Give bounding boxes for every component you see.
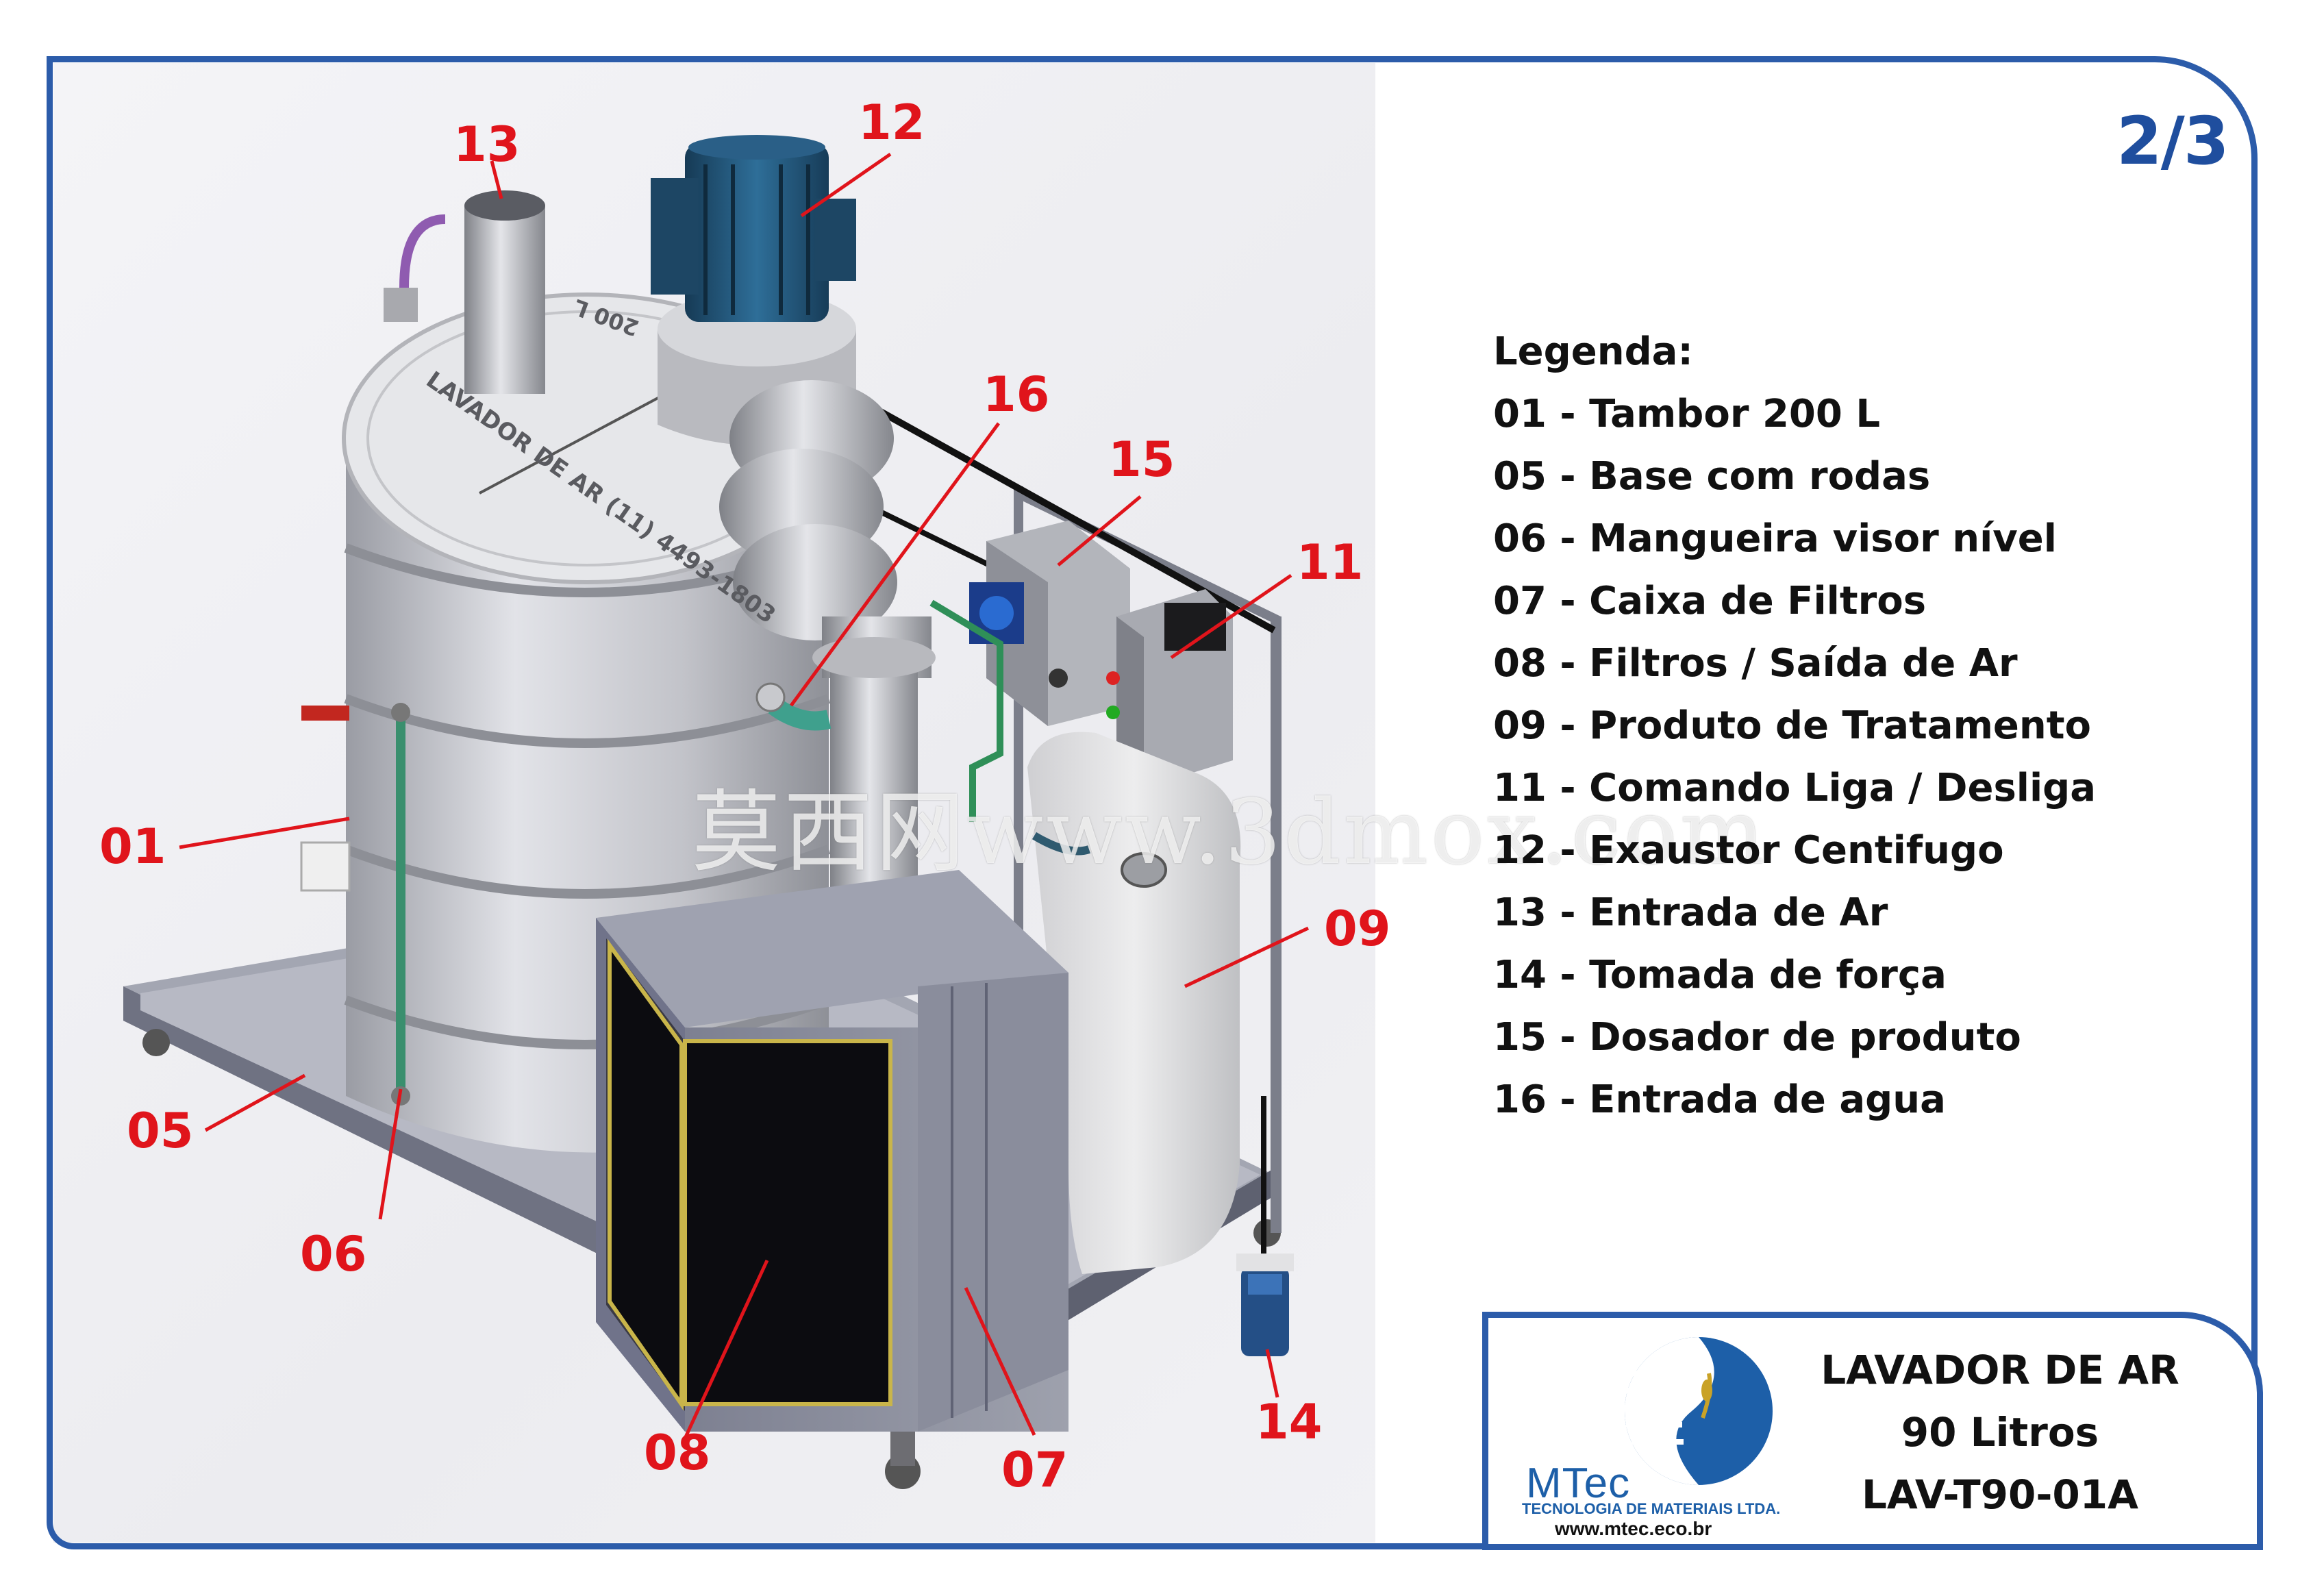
callout-12: 12 <box>858 95 925 151</box>
legend-item: 15 - Dosador de produto <box>1493 1015 2021 1060</box>
legend-item: 08 - Filtros / Saída de Ar <box>1493 641 2018 686</box>
legend-title: Legenda: <box>1493 329 1693 374</box>
logo-url: www.mtec.eco.br <box>1555 1518 1712 1539</box>
legend-item: 12 - Exaustor Centifugo <box>1493 828 2004 873</box>
callout-13: 13 <box>453 116 521 173</box>
title-block-volume: 90 Litros <box>1901 1409 2099 1456</box>
callout-05: 05 <box>127 1103 194 1159</box>
filter-box <box>596 870 1068 1432</box>
legend-item: 11 - Comando Liga / Desliga <box>1493 766 2097 810</box>
callout-07: 07 <box>1001 1442 1068 1498</box>
legend-item: 06 - Mangueira visor nível <box>1493 516 2057 561</box>
page-number: 2/3 <box>2116 103 2229 179</box>
logo-wordmark: MTec <box>1526 1460 1631 1507</box>
air-intake-pipe <box>384 190 545 394</box>
callout-leaders <box>179 152 1310 1440</box>
legend-item: 13 - Entrada de Ar <box>1493 890 1888 935</box>
callout-15: 15 <box>1108 432 1175 488</box>
treatment-product-tank <box>1027 732 1241 1274</box>
legend: Legenda: 01 - Tambor 200 L 05 - Base com… <box>1493 321 2096 1131</box>
level-hose <box>391 703 410 1106</box>
legend-item: 14 - Tomada de força <box>1493 953 1947 997</box>
legend-item: 05 - Base com rodas <box>1493 454 1931 499</box>
water-inlet <box>755 682 832 731</box>
sheet-border <box>47 56 2258 1549</box>
logo-subtitle: TECNOLOGIA DE MATERIAIS LTDA. <box>1522 1500 1781 1517</box>
callout-09: 09 <box>1324 901 1391 957</box>
legend-item: 01 - Tambor 200 L <box>1493 392 1881 436</box>
product-doser <box>929 521 1130 822</box>
on-off-control-box <box>1106 589 1233 788</box>
callout-14: 14 <box>1255 1394 1323 1450</box>
callout-01: 01 <box>99 819 166 875</box>
power-socket <box>1236 1096 1294 1356</box>
legend-item: 07 - Caixa de Filtros <box>1493 579 1927 623</box>
callout-11: 11 <box>1297 534 1364 590</box>
title-block-name: LAVADOR DE AR <box>1821 1347 2179 1393</box>
watermark-text: 莫西网www.3dmox.com <box>692 780 1768 884</box>
callout-06: 06 <box>300 1226 367 1282</box>
title-block-code: LAV-T90-01A <box>1861 1471 2139 1518</box>
title-block <box>1482 1312 2263 1550</box>
legend-item: 16 - Entrada de agua <box>1493 1077 1946 1122</box>
legend-item: 09 - Produto de Tratamento <box>1493 703 2092 748</box>
callout-08: 08 <box>644 1425 711 1481</box>
exhaust-duct <box>719 380 936 938</box>
callout-16: 16 <box>983 366 1050 423</box>
